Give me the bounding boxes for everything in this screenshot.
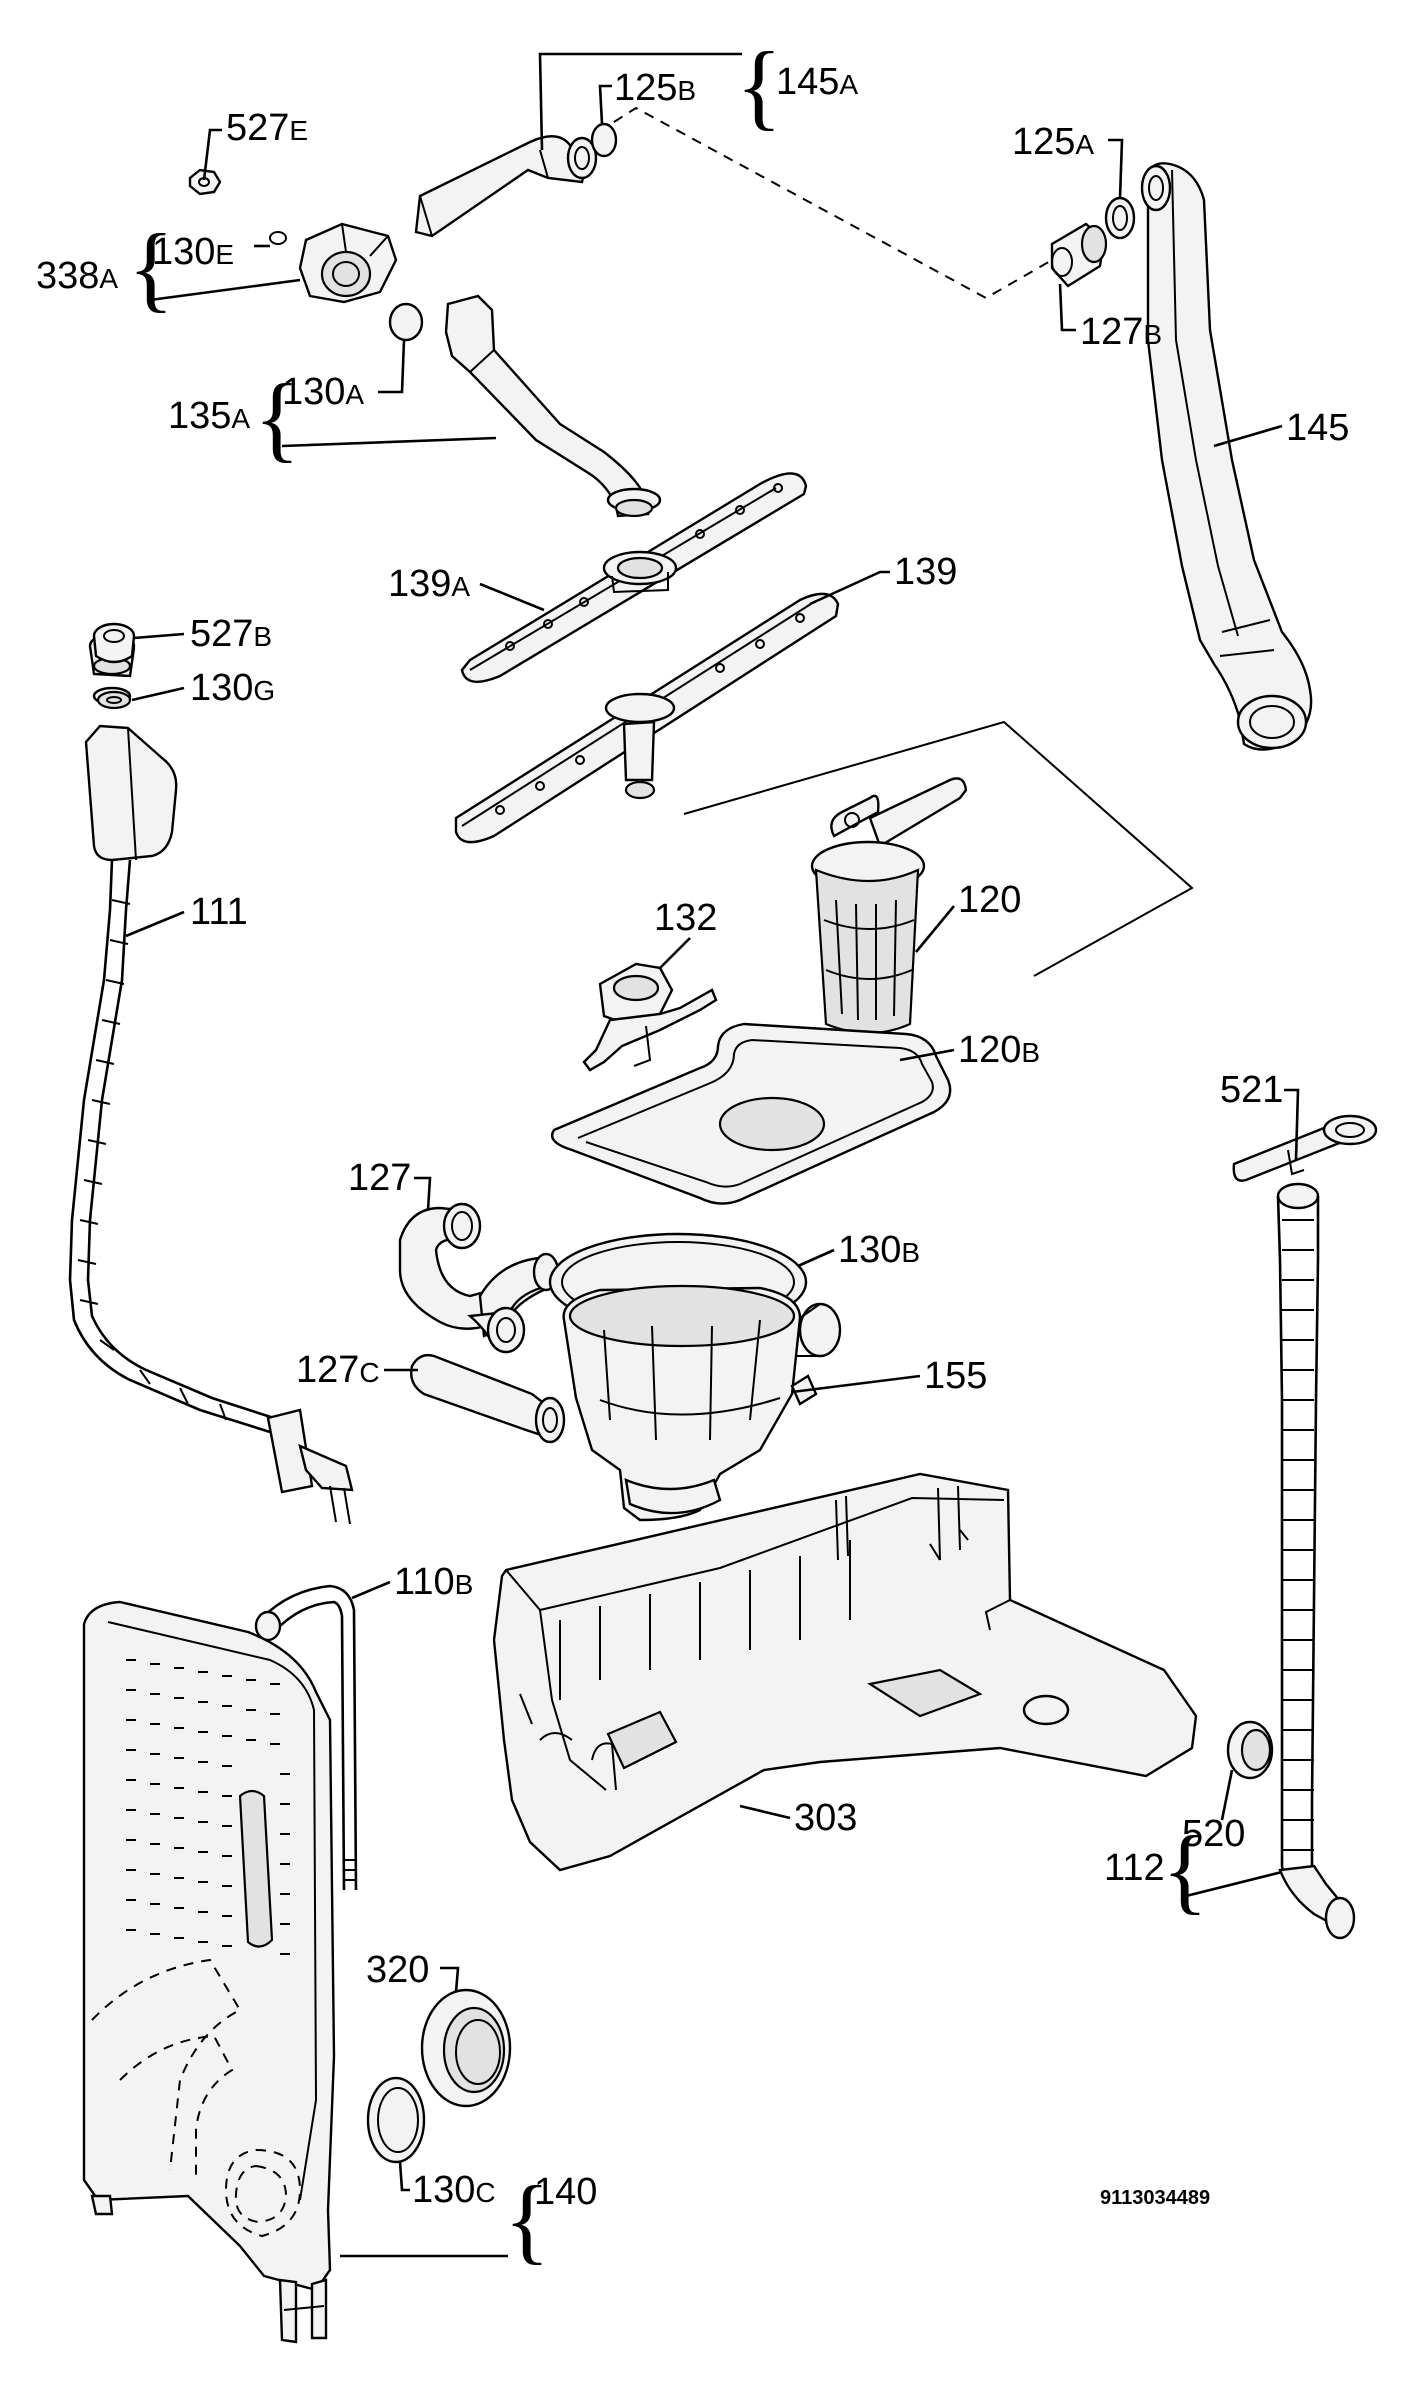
brace-140: { bbox=[504, 2166, 550, 2273]
label-527e: 527E bbox=[226, 107, 308, 149]
part-125a-o-ring bbox=[1104, 196, 1136, 240]
label-127c: 127C bbox=[296, 1349, 380, 1391]
brace-112: { bbox=[1162, 1816, 1208, 1923]
brace-135a: { bbox=[254, 364, 300, 471]
label-130e: 130E bbox=[152, 231, 234, 273]
label-320: 320 bbox=[366, 1949, 429, 1991]
part-labels: 527E 125B 145A 125A 338A 130E 127B 135A … bbox=[36, 61, 1349, 2213]
part-127c-short-hose bbox=[410, 1353, 566, 1444]
part-320-ring bbox=[420, 1988, 512, 2108]
label-111: 111 bbox=[190, 891, 248, 933]
document-number: 9113034489 bbox=[1100, 2187, 1210, 2209]
label-520: 520 bbox=[1182, 1813, 1245, 1855]
label-135a: 135A bbox=[168, 395, 250, 437]
label-155: 155 bbox=[924, 1355, 987, 1397]
label-127: 127 bbox=[348, 1157, 411, 1199]
part-130g-seal bbox=[96, 690, 132, 710]
part-127b-connector bbox=[1050, 222, 1108, 288]
label-120b: 120B bbox=[958, 1029, 1040, 1071]
label-130a: 130A bbox=[282, 371, 364, 413]
label-145a: 145A bbox=[776, 61, 858, 103]
brace-145a: { bbox=[736, 32, 782, 139]
part-112-drain-hose bbox=[1276, 1182, 1356, 1940]
filter-compartment-outline bbox=[683, 720, 1194, 977]
part-130c-seal bbox=[366, 2076, 426, 2164]
braces: { { { { { bbox=[128, 32, 1208, 2273]
part-130a-o-ring bbox=[388, 302, 424, 342]
label-338a: 338A bbox=[36, 255, 118, 297]
label-303: 303 bbox=[794, 1797, 857, 1839]
part-521-holder bbox=[1232, 1114, 1378, 1182]
part-155-sump bbox=[562, 1284, 842, 1522]
label-140: 140 bbox=[534, 2171, 597, 2213]
part-520-seal bbox=[1226, 1720, 1274, 1780]
part-120b-filter-plate bbox=[550, 1022, 952, 1205]
part-145-drain-hose bbox=[1140, 162, 1313, 751]
part-139a-upper-spray-arm bbox=[460, 472, 808, 683]
label-521: 521 bbox=[1220, 1069, 1283, 1111]
label-139a: 139A bbox=[388, 563, 470, 605]
label-139: 139 bbox=[894, 551, 957, 593]
part-338a-housing bbox=[298, 222, 398, 304]
label-130b: 130B bbox=[838, 1229, 920, 1271]
part-303-base-frame bbox=[492, 1472, 1198, 1872]
part-132-clip bbox=[582, 962, 718, 1072]
label-127b: 127B bbox=[1080, 311, 1162, 353]
part-127-connection-hose bbox=[398, 1202, 560, 1354]
part-139-lower-spray-arm bbox=[454, 592, 840, 844]
label-125a: 125A bbox=[1012, 121, 1094, 163]
part-527e-nut bbox=[188, 168, 222, 196]
label-130g: 130G bbox=[190, 667, 275, 709]
label-125b: 125B bbox=[614, 67, 696, 109]
brace-338a: { bbox=[128, 214, 174, 321]
label-120: 120 bbox=[958, 879, 1021, 921]
part-140-side-panel bbox=[82, 1600, 336, 2344]
vent-grid bbox=[126, 1659, 290, 1955]
label-130c: 130C bbox=[412, 2169, 496, 2211]
label-132: 132 bbox=[654, 897, 717, 939]
part-120-filter bbox=[810, 777, 968, 1035]
part-125b-o-ring bbox=[590, 122, 618, 158]
part-110b-pipe bbox=[254, 1584, 358, 1891]
leader-lines bbox=[125, 52, 1300, 2258]
label-112: 112 bbox=[1104, 1847, 1165, 1889]
label-145: 145 bbox=[1286, 407, 1349, 449]
part-130e-seal bbox=[269, 231, 287, 245]
part-135a-pipe bbox=[444, 294, 662, 518]
label-110b: 110B bbox=[394, 1561, 473, 1603]
part-527b-cap bbox=[92, 622, 136, 664]
part-145a-upper-pipe bbox=[414, 135, 598, 238]
label-527b: 527B bbox=[190, 613, 272, 655]
